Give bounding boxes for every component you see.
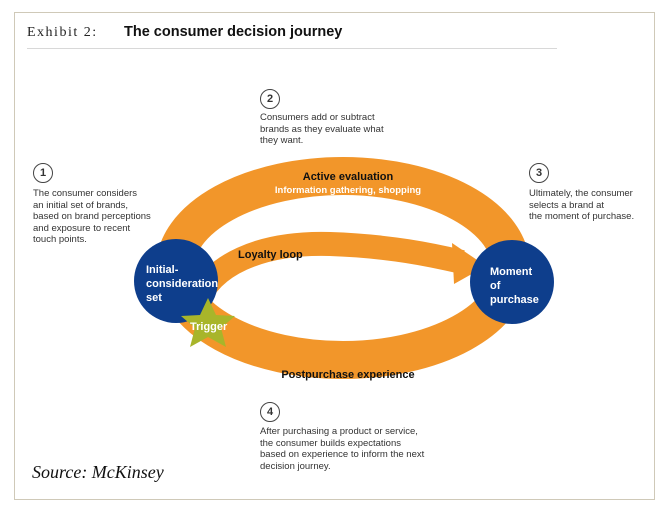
exhibit-title: The consumer decision journey <box>124 24 343 40</box>
loyalty-loop-arc <box>184 231 465 310</box>
moment-of-purchase-node <box>470 240 554 324</box>
trigger-star <box>181 298 235 347</box>
step-2-text: Consumers add or subtract brands as they… <box>260 112 384 146</box>
loyalty-loop-arrowhead <box>452 243 486 284</box>
active-evaluation-subtitle: Information gathering, shopping <box>275 185 421 196</box>
active-evaluation-title: Active evaluation <box>303 171 394 183</box>
initial-consideration-label-1: Initial- <box>146 264 179 276</box>
step-4-number: 4 <box>260 402 280 422</box>
initial-consideration-label-2: consideration <box>146 278 218 290</box>
step-3-text: Ultimately, the consumer selects a brand… <box>529 188 635 222</box>
moment-of-purchase-label-1: Moment <box>490 266 533 278</box>
postpurchase-title: Postpurchase experience <box>281 369 414 381</box>
postpurchase-subtitle: Ongoing exposure <box>306 383 390 394</box>
step-3-number: 3 <box>529 163 549 183</box>
step-2-number: 2 <box>260 89 280 109</box>
loyalty-loop-label: Loyalty loop <box>238 249 303 261</box>
step-4-text: After purchasing a product or service, t… <box>260 426 425 472</box>
moment-of-purchase-label-3: purchase <box>490 294 539 306</box>
moment-of-purchase-label-2: of <box>490 280 501 292</box>
step-1-text: The consumer considers an initial set of… <box>33 188 151 245</box>
initial-consideration-label-3: set <box>146 292 162 304</box>
initial-consideration-node <box>134 239 218 323</box>
source-caption: Source: McKinsey <box>32 462 164 482</box>
title-divider <box>27 48 557 49</box>
step-1-number: 1 <box>33 163 53 183</box>
trigger-label: Trigger <box>190 321 228 333</box>
exhibit-label: Exhibit 2: <box>27 25 98 40</box>
